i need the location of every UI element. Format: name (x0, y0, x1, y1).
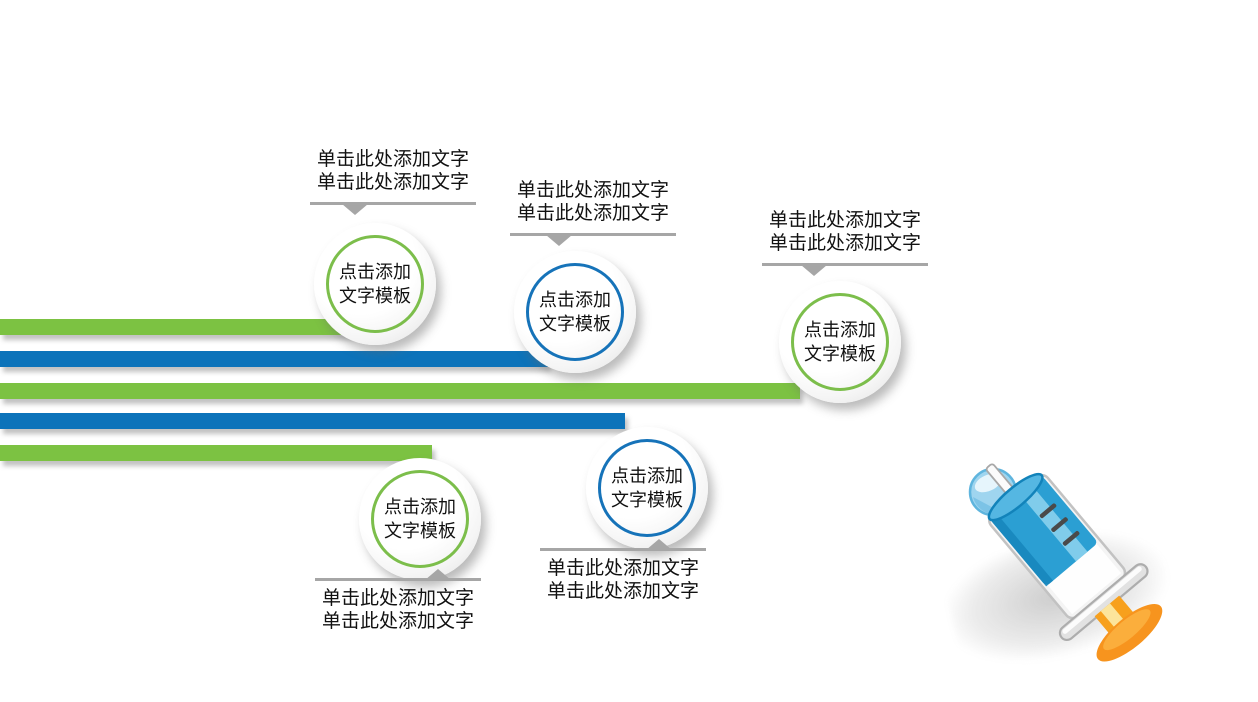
pointer-up-icon (646, 539, 672, 550)
milestone-circle-3[interactable]: 点击添加 文字模板 (779, 281, 901, 403)
caption-line2: 单击此处添加文字 (768, 233, 921, 254)
milestone-label[interactable]: 点击添加 文字模板 (611, 464, 683, 512)
caption-line1: 单击此处添加文字 (546, 558, 699, 579)
caption-line2: 单击此处添加文字 (516, 203, 669, 224)
pointer-up-icon (425, 569, 451, 580)
circle-ring-green (791, 293, 889, 391)
caption-text[interactable]: 单击此处添加文字 单击此处添加文字 (310, 148, 476, 194)
caption-rule (540, 539, 706, 551)
milestone-label[interactable]: 点击添加 文字模板 (339, 260, 411, 308)
caption-block-3[interactable]: 单击此处添加文字 单击此处添加文字 (762, 209, 928, 276)
caption-line1: 单击此处添加文字 (321, 588, 474, 609)
milestone-label-line2: 文字模板 (539, 314, 611, 334)
caption-rule (510, 233, 676, 246)
milestone-label-line1: 点击添加 (611, 466, 683, 486)
milestone-label-line1: 点击添加 (804, 320, 876, 340)
caption-block-4[interactable]: 单击此处添加文字 单击此处添加文字 (540, 539, 706, 603)
milestone-label[interactable]: 点击添加 文字模板 (804, 318, 876, 366)
caption-text[interactable]: 单击此处添加文字 单击此处添加文字 (315, 587, 481, 633)
milestone-label[interactable]: 点击添加 文字模板 (539, 288, 611, 336)
pointer-down-icon (546, 235, 572, 246)
caption-rule (310, 202, 476, 215)
circle-ring-green (326, 235, 424, 333)
pointer-down-icon (801, 265, 827, 276)
caption-block-1[interactable]: 单击此处添加文字 单击此处添加文字 (310, 148, 476, 215)
syringe-illustration (939, 425, 1215, 685)
milestone-label-line2: 文字模板 (804, 344, 876, 364)
circle-ring-green (371, 470, 469, 568)
caption-rule (762, 263, 928, 276)
pointer-down-icon (342, 204, 368, 215)
syringe-icon (968, 463, 1163, 662)
caption-line2: 单击此处添加文字 (546, 581, 699, 602)
caption-line1: 单击此处添加文字 (768, 210, 921, 231)
caption-block-2[interactable]: 单击此处添加文字 单击此处添加文字 (510, 179, 676, 246)
caption-line2: 单击此处添加文字 (316, 172, 469, 193)
timeline-bar-4 (0, 413, 625, 429)
timeline-bar-2 (0, 351, 548, 367)
circle-ring-blue (598, 439, 696, 537)
caption-text[interactable]: 单击此处添加文字 单击此处添加文字 (762, 209, 928, 255)
timeline-bar-1 (0, 319, 352, 335)
caption-line1: 单击此处添加文字 (316, 149, 469, 170)
timeline-bar-5 (0, 445, 432, 461)
milestone-circle-4[interactable]: 点击添加 文字模板 (586, 427, 708, 549)
circle-ring-blue (526, 263, 624, 361)
milestone-label-line1: 点击添加 (384, 497, 456, 517)
caption-text[interactable]: 单击此处添加文字 单击此处添加文字 (540, 557, 706, 603)
milestone-label[interactable]: 点击添加 文字模板 (384, 495, 456, 543)
caption-line1: 单击此处添加文字 (516, 180, 669, 201)
syringe-body (985, 463, 1163, 662)
timeline-bar-3 (0, 383, 800, 399)
milestone-label-line1: 点击添加 (539, 290, 611, 310)
milestone-label-line2: 文字模板 (611, 490, 683, 510)
milestone-label-line1: 点击添加 (339, 262, 411, 282)
milestone-circle-1[interactable]: 点击添加 文字模板 (314, 223, 436, 345)
milestone-circle-5[interactable]: 点击添加 文字模板 (359, 458, 481, 580)
milestone-label-line2: 文字模板 (339, 286, 411, 306)
caption-rule (315, 569, 481, 581)
caption-line2: 单击此处添加文字 (321, 611, 474, 632)
milestone-circle-2[interactable]: 点击添加 文字模板 (514, 251, 636, 373)
caption-text[interactable]: 单击此处添加文字 单击此处添加文字 (510, 179, 676, 225)
caption-block-5[interactable]: 单击此处添加文字 单击此处添加文字 (315, 569, 481, 633)
milestone-label-line2: 文字模板 (384, 521, 456, 541)
